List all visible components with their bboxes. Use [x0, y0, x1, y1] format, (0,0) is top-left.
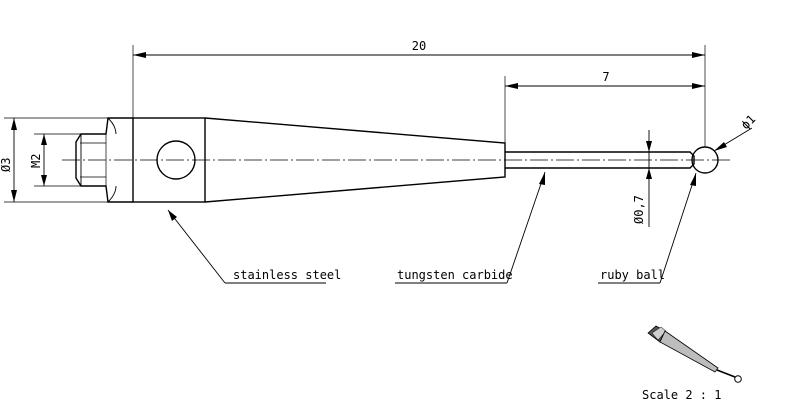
callout-ball-material	[598, 172, 697, 284]
callout-body-material-label: stainless steel	[233, 268, 341, 282]
dim-thread-label: M2	[29, 154, 43, 168]
dim-ball-diameter-label: ϕ1	[738, 112, 758, 132]
dim-body-diameter	[4, 117, 133, 203]
dim-stem-diameter	[646, 130, 652, 227]
dim-thread	[34, 133, 81, 187]
stylus-preview-icon	[647, 325, 742, 383]
dim-body-diameter-label: Ø3	[0, 158, 13, 172]
dim-overall-length	[132, 45, 706, 147]
dim-overall-length-label: 20	[412, 39, 426, 53]
callout-stem-material	[395, 171, 546, 284]
scale-note: Scale 2 : 1	[642, 388, 721, 402]
callout-ball-material-label: ruby ball	[600, 268, 665, 282]
tapered-shank	[204, 117, 506, 203]
dim-tip-length	[504, 76, 705, 150]
callout-body-material	[167, 209, 326, 284]
threaded-end	[75, 117, 133, 203]
cross-hole	[156, 140, 196, 180]
stem	[505, 151, 695, 169]
callout-stem-material-label: tungsten carbide	[397, 268, 513, 282]
body	[132, 117, 506, 203]
dim-ball-diameter	[713, 127, 753, 152]
dim-stem-diameter-label: Ø0,7	[632, 195, 646, 224]
dim-tip-length-label: 7	[602, 70, 609, 84]
